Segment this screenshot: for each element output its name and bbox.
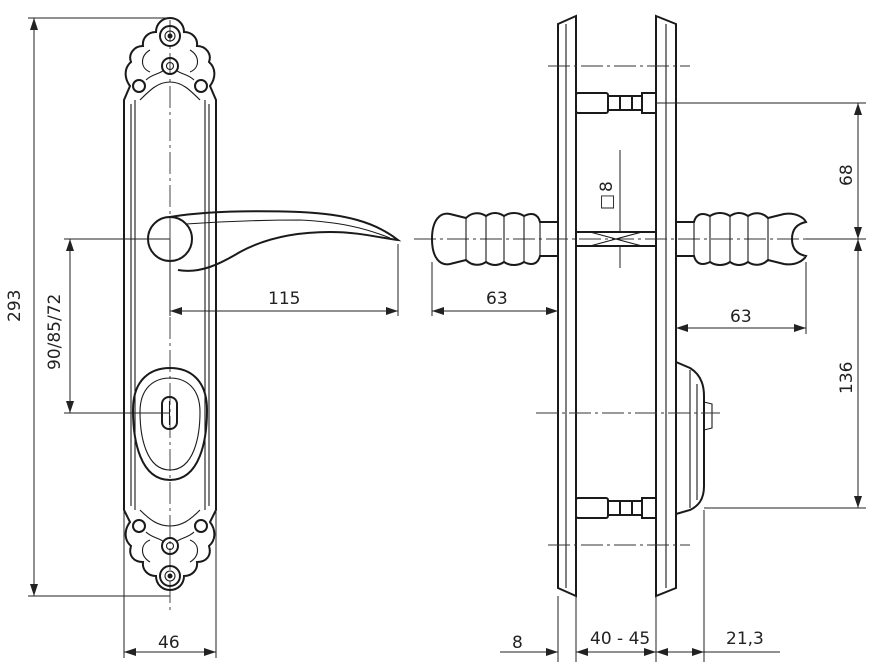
left-knob [430,212,559,266]
dim-label-293: 293 [5,290,25,322]
dim-label-21-3: 21,3 [726,629,764,649]
inner-plate-border-2 [130,104,210,506]
dim-total-height [28,17,170,597]
dim-bottom-offset [704,239,866,509]
dim-label-63-left: 63 [486,289,508,309]
dim-label-8-plate: 8 [512,633,523,653]
dim-plate-width [123,510,217,658]
left-plate [557,14,577,598]
dim-top-offset [656,102,866,240]
dim-knob-left [431,262,559,316]
front-view: 293 90/85/72 115 46 [5,16,402,658]
top-ornament [132,25,208,93]
dim-handle-to-keyhole [64,238,170,414]
keyhole-escutcheon [131,366,209,482]
right-plate [655,14,677,598]
side-view: □ 8 63 [414,14,866,662]
dim-handle-length [169,240,399,316]
back-plate-outline [123,16,217,592]
top-screw [575,92,657,114]
cylinder-housing [675,361,705,515]
dim-label-90-85-72: 90/85/72 [45,294,65,370]
dim-label-115: 115 [268,289,300,309]
dim-label-40-45: 40 - 45 [590,629,650,649]
bottom-ornament [132,519,208,587]
spindle-square-symbol: □ [597,194,617,210]
inner-plate-border [134,81,206,527]
spindle [575,150,657,268]
dim-knob-right [676,262,807,334]
dim-bottom-row [500,510,780,662]
lever-handle [147,210,402,272]
dim-label-68: 68 [837,164,857,186]
right-knob [675,212,808,266]
bottom-screw [575,497,657,519]
dim-label-46: 46 [158,633,180,653]
dim-label-136: 136 [837,362,857,394]
dim-label-8-spindle: 8 [597,181,617,192]
dim-label-63-right: 63 [730,307,752,327]
